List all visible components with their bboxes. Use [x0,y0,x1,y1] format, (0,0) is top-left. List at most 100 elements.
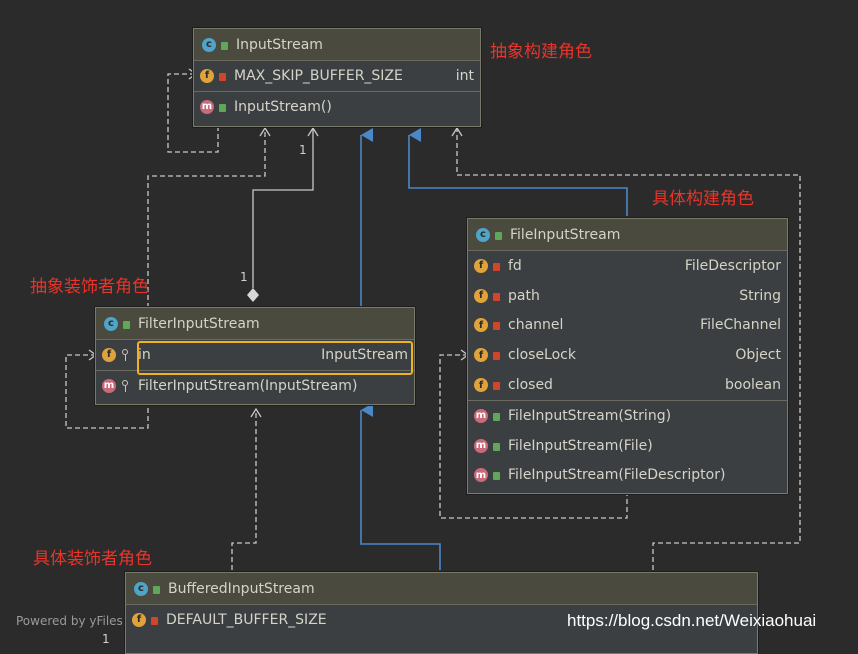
method-row[interactable]: m InputStream() [194,90,480,122]
field-row[interactable]: f closeLock Object [468,340,787,370]
class-buffered-input-stream[interactable]: c BufferedInputStream f DEFAULT_BUFFER_S… [125,572,758,654]
dependency-arrowhead-buffered-to-filter [250,407,262,418]
public-visibility-icon [495,231,502,240]
public-visibility-icon [493,442,500,451]
field-row[interactable]: f path String [468,281,787,311]
dependency-line-filter-to-inputstream [147,129,266,308]
private-visibility-icon [493,352,500,361]
dependency-line-filter-self [65,354,149,429]
class-file-input-stream[interactable]: c FileInputStream f fd FileDescriptor f … [467,218,788,494]
class-filter-input-stream[interactable]: c FilterInputStream f in InputStream m F… [95,307,415,405]
field-type: FileDescriptor [684,257,781,274]
public-visibility-icon [219,103,226,112]
class-icon: c [104,316,118,331]
aggregation-line [252,129,314,288]
method-name: FileInputStream(String) [508,407,672,424]
field-name: channel [508,317,564,334]
field-type: boolean [725,377,781,394]
method-row[interactable]: m FileInputStream(FileDescriptor) [468,461,787,491]
field-icon: f [474,318,488,333]
role-label-abstract-component: 抽象构建角色 [490,42,592,62]
dependency-arrowhead-filter-to-inputstream [259,126,271,137]
method-row[interactable]: m FileInputStream(File) [468,431,787,461]
public-visibility-icon [123,320,130,329]
class-header: c InputStream [194,29,480,61]
multiplicity-label: 1 [102,632,110,646]
method-row[interactable]: m FilterInputStream(InputStream) [96,369,414,401]
inheritance-line-buffered [360,403,441,570]
private-visibility-icon [493,262,500,271]
field-row[interactable]: f DEFAULT_BUFFER_SIZE [126,605,757,635]
aggregation-arrowhead [307,126,319,137]
class-name: FileInputStream [510,226,621,243]
method-name: InputStream() [234,98,332,115]
dependency-line-buffered-to-filter [231,410,257,570]
field-type: String [739,287,781,304]
field-icon: f [474,378,488,393]
field-row[interactable]: f channel FileChannel [468,311,787,341]
class-icon: c [202,37,216,52]
method-icon: m [102,378,116,393]
field-icon: f [132,612,146,627]
field-name: fd [508,257,522,274]
field-row[interactable]: f fd FileDescriptor [468,251,787,281]
package-visibility-icon [121,379,130,392]
field-icon: f [474,288,488,303]
class-icon: c [476,227,490,242]
dependency-line-file-self [439,354,628,519]
class-input-stream[interactable]: c InputStream f MAX_SKIP_BUFFER_SIZE int… [193,28,481,127]
method-icon: m [474,438,488,453]
field-type: FileChannel [700,317,781,334]
method-icon: m [474,408,488,423]
private-visibility-icon [493,322,500,331]
field-row[interactable]: f in InputStream [96,340,414,370]
method-icon: m [200,99,214,114]
field-type: Object [735,347,781,364]
field-icon: f [474,348,488,363]
field-name: MAX_SKIP_BUFFER_SIZE [234,67,403,84]
aggregation-diamond [247,288,259,302]
class-name: FilterInputStream [138,315,260,332]
field-name: path [508,287,540,304]
private-visibility-icon [493,382,500,391]
field-row[interactable]: f closed boolean [468,370,787,400]
class-name: BufferedInputStream [168,580,315,597]
method-name: FileInputStream(FileDescriptor) [508,467,726,484]
method-icon: m [474,468,488,483]
private-visibility-icon [151,616,158,625]
powered-by-text: Powered by yFiles [16,614,123,628]
inheritance-line-file [408,128,628,216]
method-name: FilterInputStream(InputStream) [138,377,358,394]
class-name: InputStream [236,36,323,53]
field-icon: f [200,68,214,83]
dependency-arrowhead-right-to-inputstream [451,126,463,137]
multiplicity-label: 1 [240,270,248,284]
method-row[interactable]: m FileInputStream(String) [468,399,787,431]
field-name: closeLock [508,347,576,364]
public-visibility-icon [153,585,160,594]
class-icon: c [134,581,148,596]
field-icon: f [474,258,488,273]
multiplicity-label: 1 [299,143,307,157]
package-visibility-icon [121,348,130,361]
dependency-line-inputstream-self [167,73,219,153]
field-name: closed [508,377,553,394]
field-name: in [138,346,151,363]
role-label-concrete-decorator: 具体装饰者角色 [33,549,152,569]
class-header: c BufferedInputStream [126,573,757,605]
dependency-line-right-to-inputstream [456,129,801,570]
public-visibility-icon [493,472,500,481]
role-label-abstract-decorator: 抽象装饰者角色 [30,277,149,297]
field-type: InputStream [321,346,408,363]
watermark-url: https://blog.csdn.net/Weixiaohuai [567,611,817,630]
field-icon: f [102,347,116,362]
method-name: FileInputStream(File) [508,437,653,454]
private-visibility-icon [219,72,226,81]
field-name: DEFAULT_BUFFER_SIZE [166,611,327,628]
public-visibility-icon [221,41,228,50]
public-visibility-icon [493,412,500,421]
role-label-concrete-component: 具体构建角色 [652,189,754,209]
field-row[interactable]: f MAX_SKIP_BUFFER_SIZE int [194,61,480,91]
private-visibility-icon [493,292,500,301]
